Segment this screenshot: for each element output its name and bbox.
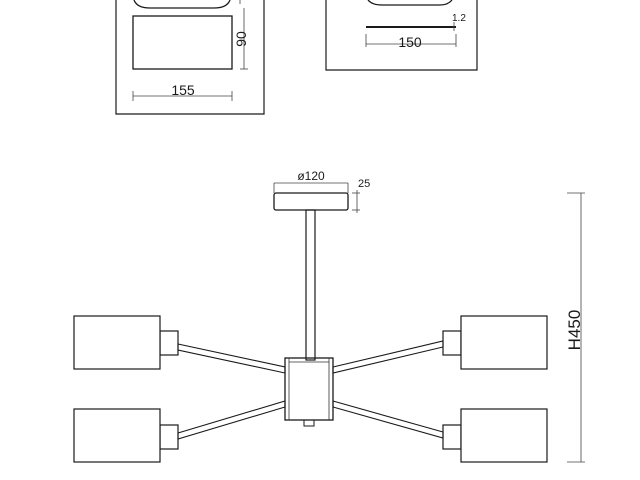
detail-left-shade-body — [132, 15, 233, 70]
detail-right-frame — [325, 0, 478, 71]
canopy-height-label: 25 — [358, 178, 370, 190]
chandelier-elevation: ø120 25 H450 — [73, 169, 585, 463]
detail-left-width-label: 155 — [171, 82, 195, 98]
detail-panel-right: 1.2 150 — [325, 0, 478, 71]
hub-finial — [303, 419, 315, 427]
detail-left-frame — [115, 0, 265, 115]
shade-upper-right — [460, 315, 548, 370]
lamp-holder-upper-right — [442, 330, 462, 356]
lamp-holder-upper-left — [159, 330, 179, 356]
detail-left-shade-top — [133, 0, 231, 9]
shade-lower-right — [460, 408, 548, 463]
overall-height-label: H450 — [565, 310, 584, 351]
shade-lower-left — [73, 408, 161, 463]
detail-right-shade-outline — [367, 0, 453, 6]
lamp-holder-lower-right — [442, 424, 462, 450]
arm-lower-left — [177, 400, 286, 440]
down-rod — [305, 209, 316, 361]
shade-upper-left — [73, 315, 161, 370]
detail-panel-left: 90 155 — [115, 0, 265, 115]
detail-left-height-label: 90 — [233, 31, 249, 47]
arm-upper-right — [332, 340, 444, 374]
lamp-holder-lower-left — [159, 424, 179, 450]
arm-lower-right — [332, 400, 444, 439]
detail-right-thickness-label: 1.2 — [452, 13, 466, 24]
detail-right-width-label: 150 — [398, 34, 422, 50]
central-hub — [284, 357, 334, 421]
canopy-diameter-label: ø120 — [297, 169, 325, 183]
arm-upper-left — [177, 343, 286, 374]
canopy — [273, 192, 349, 211]
